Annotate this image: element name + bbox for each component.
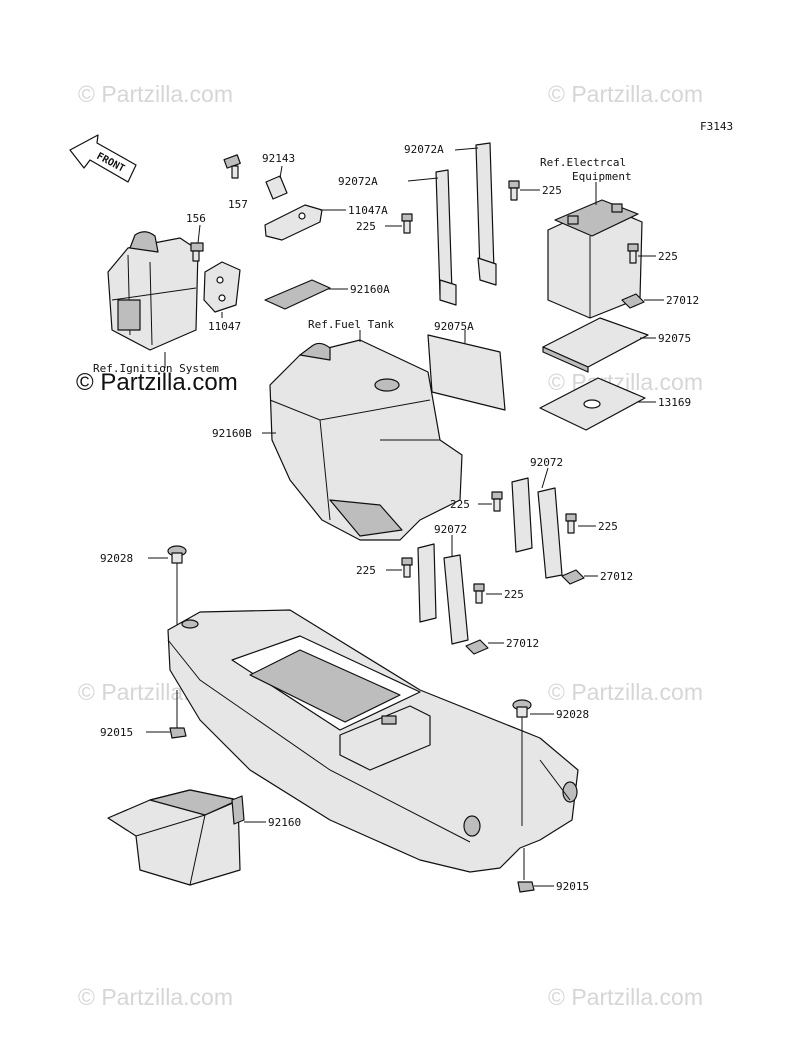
label-92028-right: 92028 — [556, 708, 589, 721]
bolt-225-f-part — [401, 557, 413, 578]
label-92072a-left: 92072A — [338, 175, 378, 188]
label-27012-c: 27012 — [506, 637, 539, 650]
watermark-bottom-right: © Partzilla.com — [548, 984, 703, 1010]
label-92028-left: 92028 — [100, 552, 133, 565]
bolt-225-b-part — [401, 213, 413, 234]
ref-electrical-line1: Ref.Electrcal — [540, 156, 626, 169]
label-27012-b: 27012 — [600, 570, 633, 583]
strap-92072-upper-part — [511, 477, 563, 579]
figure-code: F3143 — [700, 120, 733, 133]
bolt-225-e-part — [565, 513, 577, 534]
strap-92072a-left-part — [435, 169, 457, 306]
ref-electrical-line2: Equipment — [572, 170, 632, 183]
ref-ignition-label: Ref.Ignition System — [93, 362, 219, 375]
watermark-bottom-left: © Partzilla.com — [78, 984, 233, 1010]
label-157: 157 — [228, 198, 248, 211]
label-225-f: 225 — [356, 564, 376, 577]
ref-fuel-tank-label: Ref.Fuel Tank — [308, 318, 394, 331]
label-92015-left: 92015 — [100, 726, 133, 739]
nut-27012-c-part — [465, 639, 489, 655]
battery-part — [547, 199, 643, 319]
label-225-b: 225 — [356, 220, 376, 233]
bolt-225-c-part — [627, 243, 639, 264]
label-225-c: 225 — [658, 250, 678, 263]
label-11047: 11047 — [208, 320, 241, 333]
label-225-d: 225 — [450, 498, 470, 511]
label-92160b: 92160B — [212, 427, 252, 440]
front-arrow-icon: FRONT — [69, 134, 137, 183]
watermark-top-left: © Partzilla.com — [78, 81, 233, 107]
label-156: 156 — [186, 212, 206, 225]
fuel-tank-part — [269, 339, 463, 541]
plate-13169-part — [539, 377, 646, 431]
pad-92075-part — [542, 317, 649, 373]
bolt-156-part — [190, 242, 204, 262]
label-225-g: 225 — [504, 588, 524, 601]
collar-92143-part — [265, 175, 288, 200]
bolt-157-part — [223, 154, 241, 179]
plate-92075a-part — [427, 334, 506, 411]
nut-27012-a-part — [621, 293, 645, 309]
label-92015-right: 92015 — [556, 880, 589, 893]
grommet-92028-left-part — [167, 545, 187, 564]
bracket-11047a-part — [264, 204, 323, 241]
label-92075: 92075 — [658, 332, 691, 345]
label-92160: 92160 — [268, 816, 301, 829]
watermark-overlay: © Partzilla.com — [76, 369, 238, 396]
watermark-lower-right: © Partzilla.com — [548, 679, 703, 705]
strap-92072-lower-part — [417, 543, 469, 645]
bolt-225-a-part — [508, 180, 520, 201]
cover-92160-part — [107, 789, 245, 886]
label-225-e: 225 — [598, 520, 618, 533]
hull-part — [167, 609, 579, 873]
label-92072-upper: 92072 — [530, 456, 563, 469]
label-92075a: 92075A — [434, 320, 474, 333]
bolt-225-g-part — [473, 583, 485, 604]
watermark-top-right: © Partzilla.com — [548, 81, 703, 107]
label-13169: 13169 — [658, 396, 691, 409]
nut-27012-b-part — [561, 569, 585, 585]
label-92160a: 92160A — [350, 283, 390, 296]
label-225-a: 225 — [542, 184, 562, 197]
nut-92015-right-part — [517, 881, 535, 893]
label-92072a-right: 92072A — [404, 143, 444, 156]
bracket-11047-part — [203, 261, 241, 313]
ignition-box-part — [107, 231, 199, 351]
bolt-225-d-part — [491, 491, 503, 512]
label-27012-a: 27012 — [666, 294, 699, 307]
label-92072-lower: 92072 — [434, 523, 467, 536]
grommet-92028-right-part — [512, 699, 532, 718]
strap-92072a-right-part — [475, 142, 497, 286]
label-11047a: 11047A — [348, 204, 388, 217]
label-92143: 92143 — [262, 152, 295, 165]
pad-92160a-part — [264, 279, 331, 310]
nut-92015-left-part — [169, 727, 187, 739]
